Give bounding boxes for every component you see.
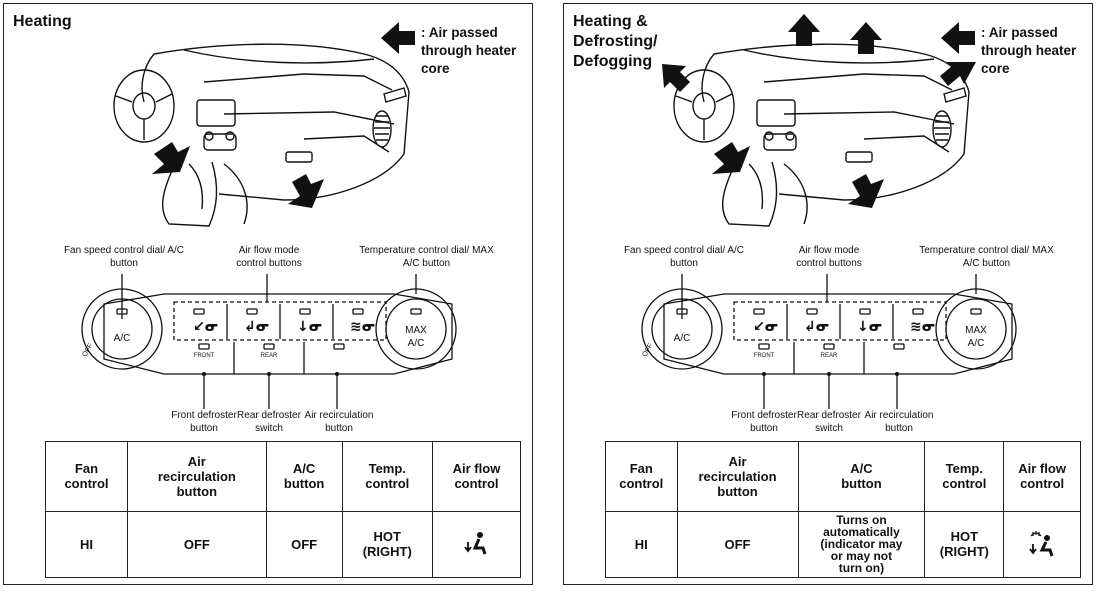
value-temp-control: HOT (RIGHT) xyxy=(924,510,1005,578)
rear-label: REAR xyxy=(260,353,278,359)
header-temp-control: Temp. control xyxy=(341,441,433,512)
value-ac-button: OFF xyxy=(265,510,343,578)
svg-text:↙ᓂ: ↙ᓂ xyxy=(193,319,219,335)
settings-table: Fan control Air recirculation button A/C… xyxy=(45,441,522,578)
front-defroster-callout: Front defroster button xyxy=(171,410,237,434)
rear-defroster-callout: Rear defroster switch xyxy=(237,410,301,434)
header-fan-control: Fan control xyxy=(605,441,678,512)
fan-speed-callout: Fan speed control dial/ A/C button xyxy=(63,245,185,269)
header-temp-control: Temp. control xyxy=(924,441,1005,512)
air-arrow-left xyxy=(152,142,190,174)
heated-air-arrow-icon xyxy=(941,22,975,54)
value-air-flow-control xyxy=(1003,510,1081,578)
air-arrow-right xyxy=(288,174,324,208)
floor-defrost-vent-icon xyxy=(1029,530,1054,557)
dashboard-illustration: ↙ᓂ ↲ᓂ ↓ᓂ ≋ᓂ xyxy=(81,43,457,409)
svg-text:↲ᓂ: ↲ᓂ xyxy=(244,319,270,335)
heating-panel: Heating : Air passed through heater core xyxy=(3,3,533,585)
legend-text: : Air passed through heater core xyxy=(981,25,1077,76)
svg-text:≋ᓂ: ≋ᓂ xyxy=(910,319,936,335)
svg-text:↓ᓂ: ↓ᓂ xyxy=(297,319,323,335)
svg-text:↙ᓂ: ↙ᓂ xyxy=(753,319,779,335)
airflow-callout: Air flow mode control buttons xyxy=(796,245,862,269)
legend-text: : Air passed through heater core xyxy=(421,25,517,76)
svg-text:≋ᓂ: ≋ᓂ xyxy=(350,319,376,335)
header-ac-button: A/C button xyxy=(265,441,343,512)
temp-callout: Temperature control dial/ MAX A/C button xyxy=(919,245,1054,269)
value-air-flow-control xyxy=(431,510,522,578)
fan-speed-callout: Fan speed control dial/ A/C button xyxy=(623,245,745,269)
value-air-recirculation: OFF xyxy=(676,510,799,578)
header-air-flow-control: Air flow control xyxy=(431,441,522,512)
air-arrow-side-left xyxy=(662,64,690,92)
svg-text:↓ᓂ: ↓ᓂ xyxy=(857,319,883,335)
panel-title: Heating & Defrosting/ Defogging xyxy=(573,13,658,70)
rear-defroster-callout: Rear defroster switch xyxy=(797,410,861,434)
ac-label: A/C xyxy=(673,333,691,344)
header-air-flow-control: Air flow control xyxy=(1003,441,1081,512)
heated-air-arrow-icon xyxy=(381,22,415,54)
air-arrow-floor-left xyxy=(712,142,750,174)
floor-vent-icon xyxy=(464,531,487,555)
header-ac-button: A/C button xyxy=(797,441,926,512)
air-arrow-up-1 xyxy=(788,14,820,46)
rear-label: REAR xyxy=(820,353,838,359)
svg-text:↲ᓂ: ↲ᓂ xyxy=(804,319,830,335)
air-arrow-up-2 xyxy=(850,22,882,54)
max-ac-label: MAX A/C xyxy=(965,325,987,349)
value-air-recirculation: OFF xyxy=(126,510,267,578)
front-label: FRONT xyxy=(193,353,215,359)
heating-defrosting-panel: Heating & Defrosting/ Defogging : Air pa… xyxy=(563,3,1093,585)
dashboard-illustration: ↙ᓂ ↲ᓂ ↓ᓂ ≋ᓂ xyxy=(641,14,1017,409)
air-recirculation-callout: Air recirculation button xyxy=(864,410,934,434)
header-air-recirculation: Air recirculation button xyxy=(676,441,799,512)
front-label: FRONT xyxy=(753,353,775,359)
value-temp-control: HOT (RIGHT) xyxy=(341,510,433,578)
air-recirculation-callout: Air recirculation button xyxy=(304,410,374,434)
air-arrow-side-right xyxy=(940,62,976,86)
front-defroster-callout: Front defroster button xyxy=(731,410,797,434)
panel-title: Heating xyxy=(13,13,72,30)
value-fan-control: HI xyxy=(605,510,678,578)
temp-callout: Temperature control dial/ MAX A/C button xyxy=(359,245,494,269)
settings-table: Fan control Air recirculation button A/C… xyxy=(605,441,1081,578)
value-ac-button: Turns on automatically (indicator may or… xyxy=(797,510,926,578)
value-fan-control: HI xyxy=(45,510,128,578)
airflow-callout: Air flow mode control buttons xyxy=(236,245,302,269)
air-arrow-floor-right xyxy=(848,174,884,208)
max-ac-label: MAX A/C xyxy=(405,325,427,349)
ac-label: A/C xyxy=(113,333,131,344)
header-air-recirculation: Air recirculation button xyxy=(126,441,267,512)
header-fan-control: Fan control xyxy=(45,441,128,512)
